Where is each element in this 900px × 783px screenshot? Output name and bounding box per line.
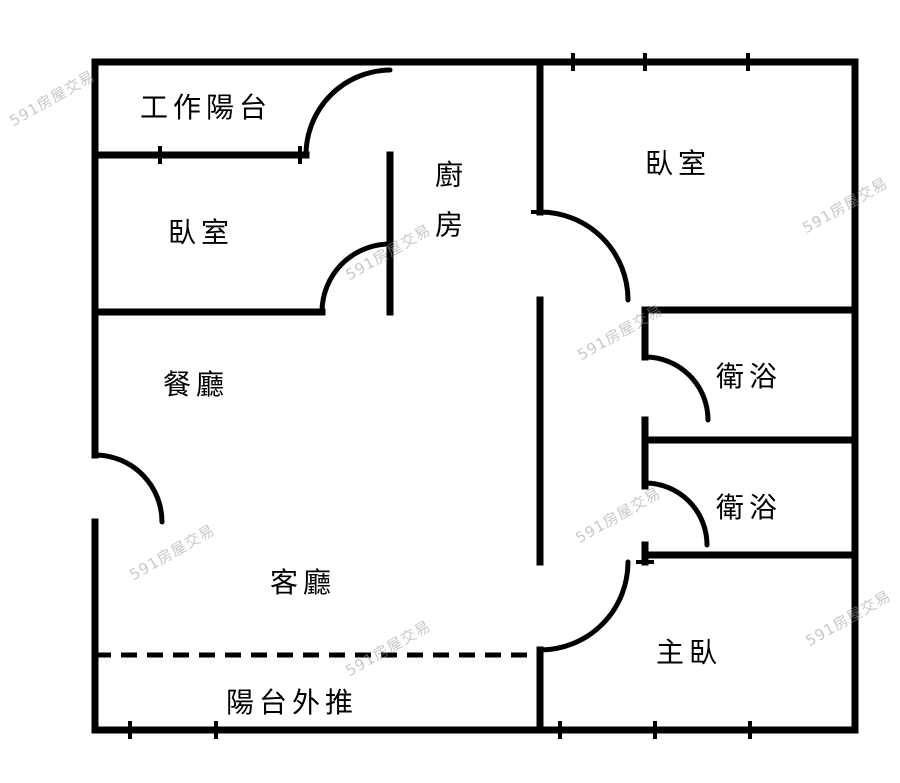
door-arc-bedroom-left	[319, 241, 393, 315]
door-arc-bedroom-right	[537, 209, 631, 303]
ticks-group	[128, 53, 752, 739]
door-arc-entry	[92, 452, 165, 525]
door-arc-kitchen	[303, 67, 393, 158]
door-arc-master	[537, 559, 631, 653]
door-arc-bath-1	[642, 354, 711, 423]
door-arc-bath-2	[642, 480, 710, 548]
walls-group	[91, 58, 859, 734]
doors-group	[92, 67, 711, 653]
